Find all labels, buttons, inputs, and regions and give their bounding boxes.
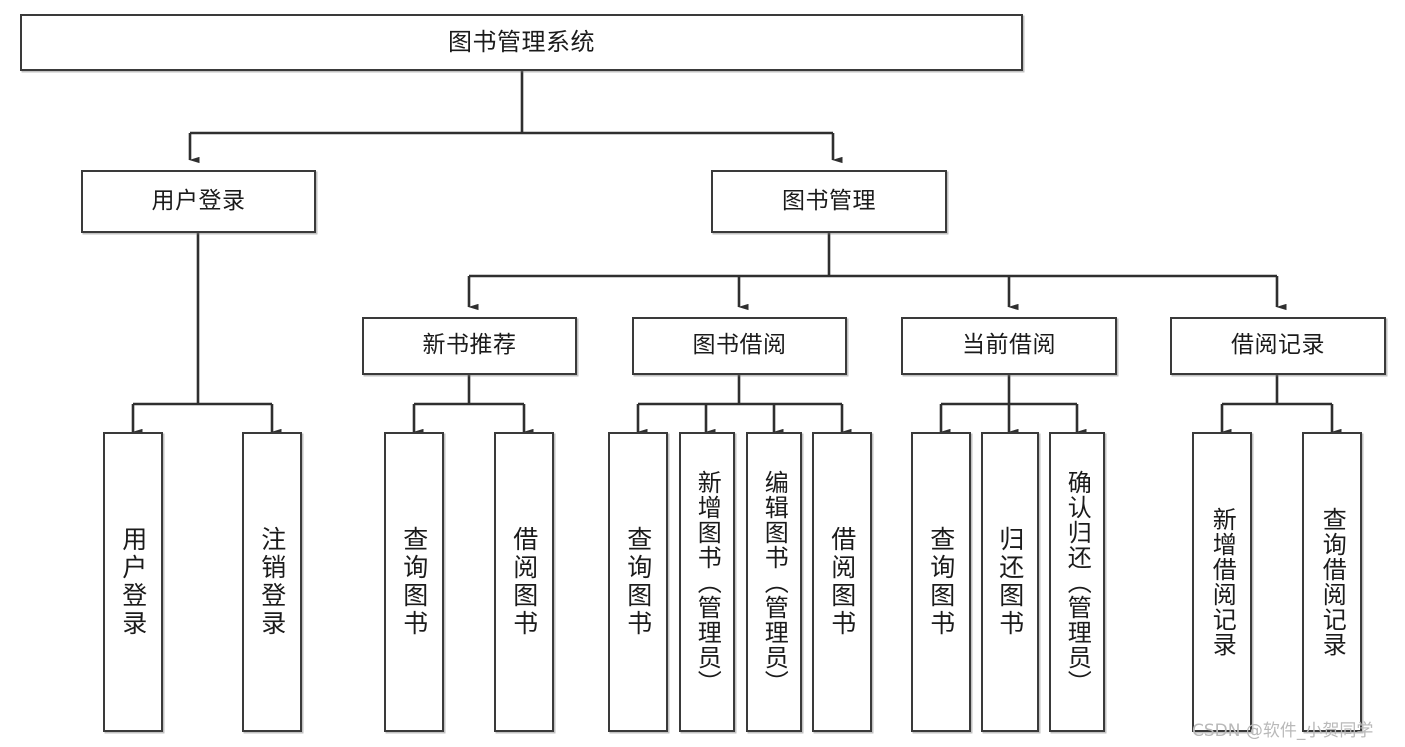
node-leaf-add-book-label: 新增图书（管理员） — [693, 469, 722, 695]
node-leaf-query-book-1[interactable]: 查询图书 — [384, 432, 444, 732]
node-current-borrow-label: 当前借阅 — [962, 332, 1056, 359]
node-leaf-logout-login[interactable]: 注销登录 — [242, 432, 302, 732]
node-user-login[interactable]: 用户登录 — [81, 170, 316, 233]
node-book-manage-label: 图书管理 — [782, 187, 876, 214]
node-leaf-borrow-book-1[interactable]: 借阅图书 — [494, 432, 554, 732]
node-leaf-query-book-3-label: 查询图书 — [926, 526, 956, 638]
node-leaf-user-login-label: 用户登录 — [118, 526, 148, 638]
node-leaf-edit-book-label: 编辑图书（管理员） — [760, 469, 789, 695]
node-leaf-confirm-return-label: 确认归还（管理员） — [1063, 469, 1092, 695]
node-leaf-edit-book[interactable]: 编辑图书（管理员） — [746, 432, 802, 732]
node-leaf-query-book-2[interactable]: 查询图书 — [608, 432, 668, 732]
node-leaf-add-book[interactable]: 新增图书（管理员） — [679, 432, 735, 732]
node-book-borrow[interactable]: 图书借阅 — [632, 317, 847, 375]
node-borrow-record[interactable]: 借阅记录 — [1170, 317, 1386, 375]
node-current-borrow[interactable]: 当前借阅 — [901, 317, 1117, 375]
node-leaf-query-record[interactable]: 查询借阅记录 — [1302, 432, 1362, 732]
node-leaf-query-book-3[interactable]: 查询图书 — [911, 432, 971, 732]
node-borrow-record-label: 借阅记录 — [1231, 332, 1325, 359]
node-book-borrow-label: 图书借阅 — [692, 332, 787, 359]
node-leaf-borrow-book-2[interactable]: 借阅图书 — [812, 432, 872, 732]
node-leaf-add-record[interactable]: 新增借阅记录 — [1192, 432, 1252, 732]
node-leaf-query-record-label: 查询借阅记录 — [1318, 507, 1347, 657]
node-leaf-borrow-book-2-label: 借阅图书 — [827, 526, 857, 638]
node-leaf-user-login[interactable]: 用户登录 — [103, 432, 163, 732]
node-leaf-return-book-label: 归还图书 — [995, 526, 1025, 638]
node-leaf-query-book-2-label: 查询图书 — [623, 526, 653, 638]
node-leaf-return-book[interactable]: 归还图书 — [981, 432, 1039, 732]
node-user-login-label: 用户登录 — [151, 187, 246, 214]
node-leaf-add-record-label: 新增借阅记录 — [1208, 507, 1237, 657]
node-book-manage[interactable]: 图书管理 — [711, 170, 947, 233]
watermark: CSDN @软件_小贺同学 — [1192, 721, 1374, 741]
node-new-book-recommend[interactable]: 新书推荐 — [362, 317, 577, 375]
node-root[interactable]: 图书管理系统 — [20, 14, 1023, 71]
node-leaf-confirm-return[interactable]: 确认归还（管理员） — [1049, 432, 1105, 732]
node-root-label: 图书管理系统 — [448, 28, 595, 57]
node-leaf-logout-login-label: 注销登录 — [257, 526, 287, 638]
node-leaf-query-book-1-label: 查询图书 — [399, 526, 429, 638]
node-leaf-borrow-book-1-label: 借阅图书 — [509, 526, 539, 638]
node-new-book-recommend-label: 新书推荐 — [422, 332, 517, 359]
